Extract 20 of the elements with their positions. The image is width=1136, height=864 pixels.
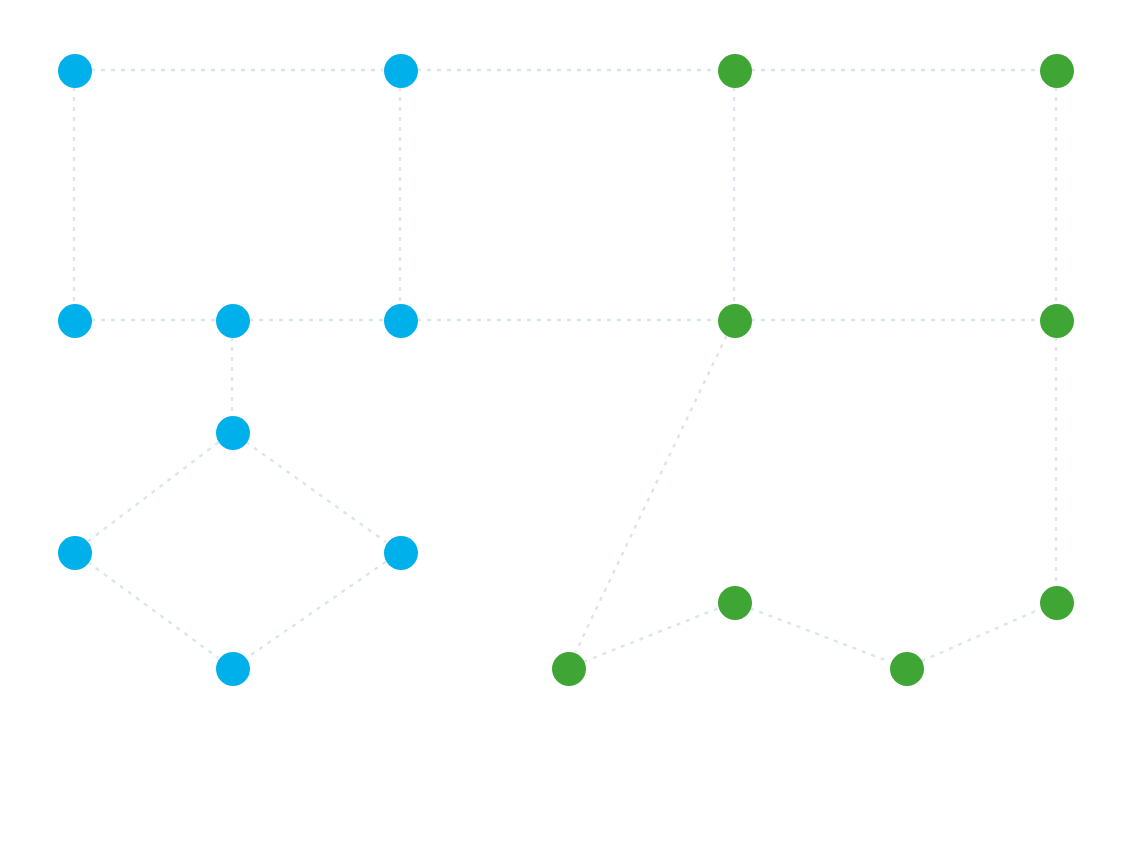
dashed-connector: [72, 87, 76, 303]
dashed-connector: [417, 68, 717, 72]
dashed-connector: [245, 440, 387, 544]
dashed-connector: [91, 318, 215, 322]
dashed-connector: [583, 607, 719, 663]
dashed-connector: [249, 318, 383, 322]
dashed-connector: [1054, 87, 1058, 303]
dashed-connector: [398, 87, 402, 303]
dashed-connector: [230, 337, 234, 415]
dashed-connector: [86, 441, 220, 543]
dashed-connector: [87, 561, 219, 659]
dashed-connector: [1054, 337, 1058, 585]
dashed-connector: [245, 560, 387, 660]
dashed-connector: [751, 318, 1039, 322]
dashed-connector: [751, 68, 1039, 72]
dashed-connector: [732, 87, 736, 303]
dashed-connector: [749, 606, 891, 664]
dashed-connector: [417, 318, 717, 322]
dashed-connector: [91, 68, 383, 72]
dashed-connector: [921, 607, 1041, 663]
